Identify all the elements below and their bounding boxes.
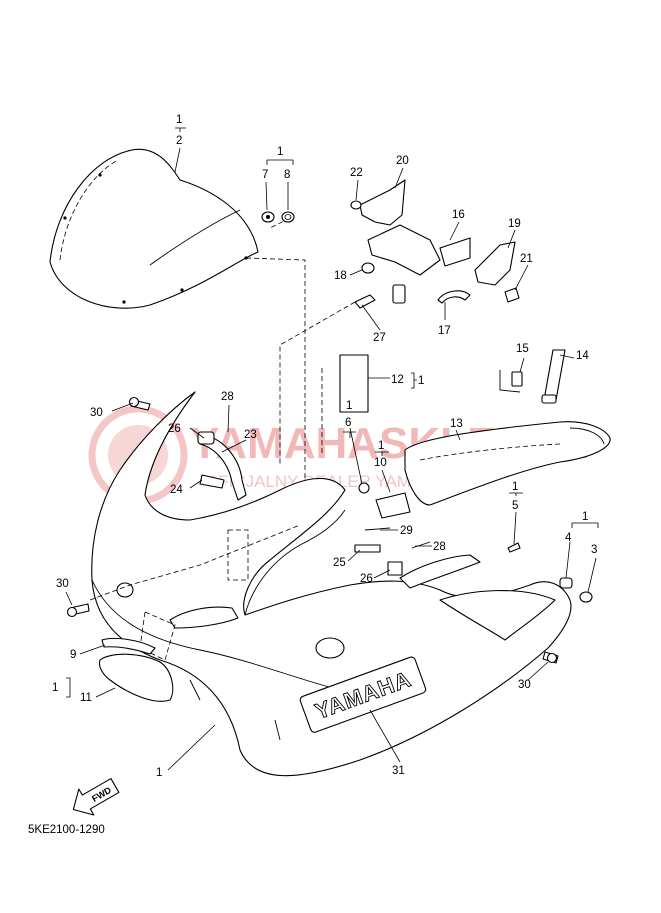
label-15: 15 xyxy=(516,343,529,355)
label-28-bottom: 28 xyxy=(433,541,446,553)
pad-12 xyxy=(321,354,369,455)
label-12: 12 xyxy=(391,374,404,386)
label-24: 24 xyxy=(170,484,183,496)
label-30-left: 30 xyxy=(56,578,69,590)
label-windshield: 2 xyxy=(176,135,182,147)
label-26-bottom: 26 xyxy=(360,573,373,585)
label-10-group: 1 xyxy=(378,440,384,452)
label-20: 20 xyxy=(396,155,409,167)
label-windshield-group: 1 xyxy=(176,114,182,126)
leader-lines xyxy=(65,127,599,771)
air-duct-13 xyxy=(404,421,611,506)
windshield xyxy=(49,148,259,309)
label-4: 4 xyxy=(565,532,572,544)
label-4-3-group: 1 xyxy=(582,511,588,523)
label-18: 18 xyxy=(334,270,347,282)
label-5-group: 1 xyxy=(512,481,518,493)
nut-8 xyxy=(281,211,295,223)
label-9: 9 xyxy=(70,649,76,661)
label-11: 11 xyxy=(80,692,92,704)
label-9-11-group: 1 xyxy=(52,682,58,694)
label-30-right: 30 xyxy=(518,679,531,691)
label-17: 17 xyxy=(438,325,451,337)
yamaha-decal: YAMAHA xyxy=(299,656,427,733)
label-1: 1 xyxy=(156,767,162,779)
diagram-code: 5KE2100-1290 xyxy=(28,824,105,836)
band-14 xyxy=(541,349,566,404)
nut-7 xyxy=(261,211,275,223)
label-30-top: 30 xyxy=(90,407,103,419)
label-29: 29 xyxy=(400,525,413,537)
stay-assembly xyxy=(350,179,520,309)
label-3: 3 xyxy=(591,544,597,556)
label-28-top: 28 xyxy=(221,391,234,403)
label-25: 25 xyxy=(333,557,346,569)
label-19: 19 xyxy=(508,218,521,230)
callout-labels: 1 2 1 7 8 22 20 16 19 18 21 17 27 15 14 … xyxy=(52,114,597,779)
label-22: 22 xyxy=(350,167,363,179)
label-6-group: 1 xyxy=(346,400,352,412)
side-panel xyxy=(399,554,556,641)
label-10: 10 xyxy=(374,457,387,469)
label-27: 27 xyxy=(373,332,386,344)
label-31: 31 xyxy=(392,765,405,777)
label-21: 21 xyxy=(520,253,533,265)
label-16: 16 xyxy=(452,209,465,221)
stay-23 xyxy=(197,431,247,501)
label-5: 5 xyxy=(512,500,518,512)
hook-15 xyxy=(499,370,523,393)
label-6-number: 6 xyxy=(345,417,351,429)
label-12-group: 1 xyxy=(418,375,424,387)
fwd-arrow-icon: FWD xyxy=(72,778,120,816)
label-8: 8 xyxy=(284,169,290,181)
label-7: 7 xyxy=(262,169,268,181)
label-23: 23 xyxy=(244,429,257,441)
label-13: 13 xyxy=(450,418,463,430)
label-nut-group: 1 xyxy=(277,146,283,158)
label-14: 14 xyxy=(576,350,589,362)
label-26-top: 26 xyxy=(168,423,181,435)
